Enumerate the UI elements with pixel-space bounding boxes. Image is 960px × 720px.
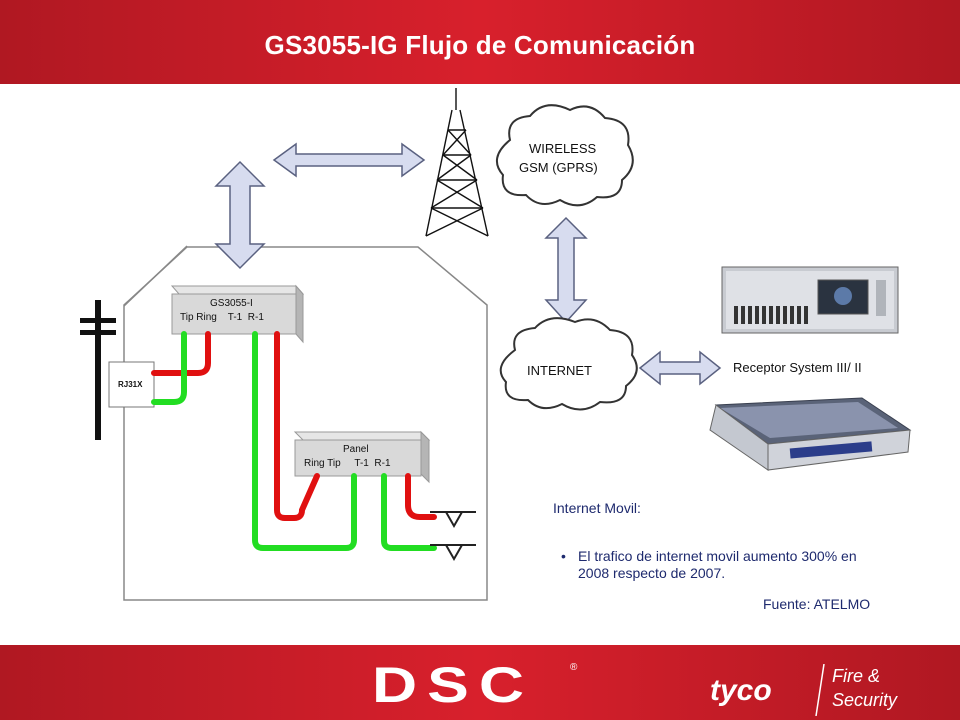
header-bar [0, 0, 960, 84]
panel-box: Panel Ring Tip T-1 R-1 [293, 430, 431, 484]
internet-label: INTERNET [527, 363, 592, 378]
double-arrow-vertical-right [544, 216, 588, 324]
double-arrow-horizontal-top [272, 142, 426, 178]
rj31x-box [108, 361, 155, 408]
registered-mark: ® [570, 662, 578, 673]
panel-terminals: Ring Tip T-1 R-1 [304, 458, 391, 469]
rj31x-label: RJ31X [118, 380, 143, 389]
wireless-line1: WIRELESS [529, 141, 597, 156]
radio-tower-icon [425, 88, 489, 237]
tyco-logo: tyco Fire & Security [710, 664, 910, 716]
page-title: GS3055-IG Flujo de Comunicación [264, 30, 696, 60]
dsc-logo-text: DSC [372, 657, 534, 713]
footer-bar [0, 645, 960, 720]
gs3055-name: GS3055-I [210, 298, 253, 309]
tagline-line2: Security [832, 690, 898, 710]
house-roof [123, 245, 188, 307]
gs3055-box: GS3055-I Tip Ring T-1 R-1 [170, 284, 305, 344]
wireless-cloud-icon [495, 104, 634, 207]
receiver-label: Receptor System III/ II [733, 360, 862, 375]
telephone-pole-icon [80, 300, 116, 440]
double-arrow-horizontal-bottom [638, 350, 722, 386]
internet-cloud-icon [499, 317, 638, 411]
notes-bullet-text: El trafico de internet movil aumento 300… [578, 548, 857, 581]
receiver-rack-image [721, 266, 899, 334]
notes-source: Fuente: ATELMO [763, 596, 871, 612]
tyco-logo-text: tyco [710, 674, 772, 707]
tagline-line1: Fire & [832, 666, 881, 686]
receiver-label-bg [726, 352, 900, 382]
red-wires [151, 331, 437, 521]
gs3055-terminals: Tip Ring T-1 R-1 [180, 312, 264, 323]
dsc-logo: DSC ® [372, 660, 582, 710]
wireless-line2: GSM (GPRS) [519, 160, 598, 175]
receiver-console-image [709, 397, 912, 471]
notes-heading: Internet Movil: [553, 500, 641, 516]
bullet-marker: • [561, 548, 566, 564]
double-arrow-vertical-left [214, 160, 266, 270]
panel-name: Panel [343, 444, 369, 455]
telephone-icon [430, 511, 476, 562]
divider-slash [815, 664, 825, 716]
green-wires [151, 331, 437, 551]
